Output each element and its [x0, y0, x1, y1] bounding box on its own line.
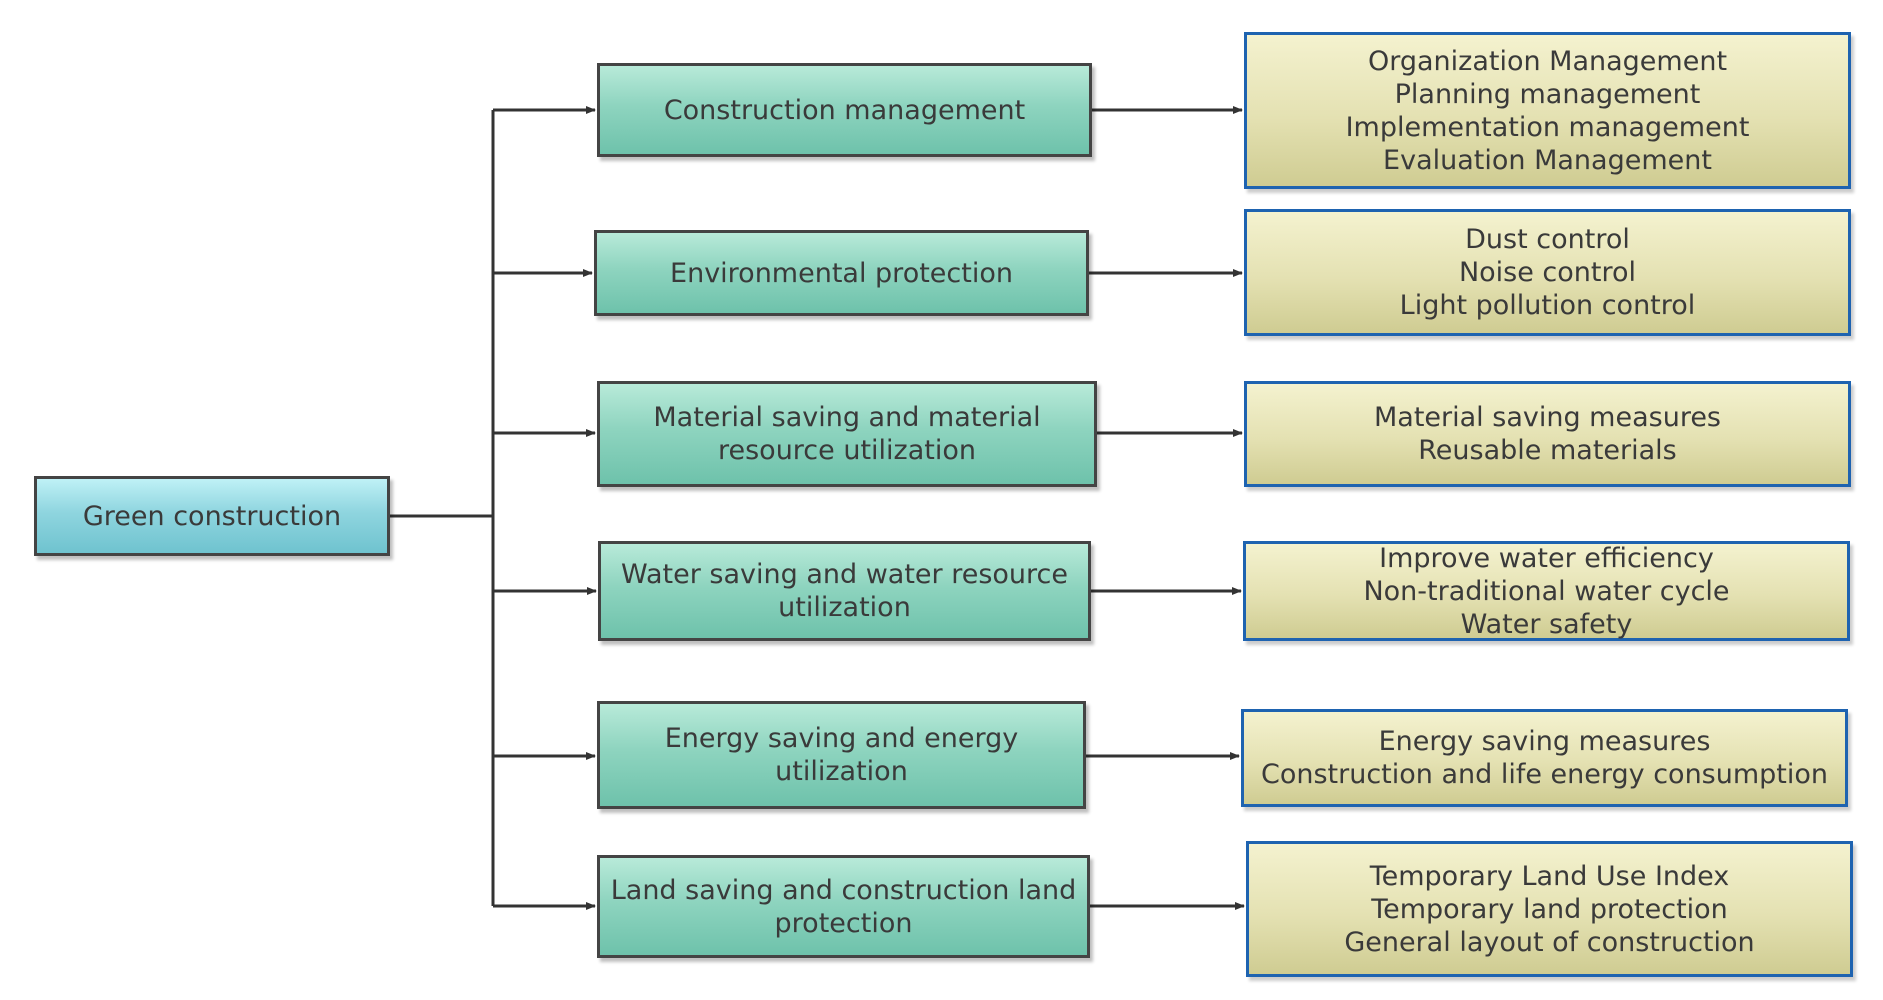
detail-node-3: Material saving measures Reusable materi…	[1244, 381, 1851, 487]
detail-node-1: Organization Management Planning managem…	[1244, 32, 1851, 189]
category-node-1: Construction management	[597, 63, 1092, 157]
detail-line: General layout of construction	[1344, 926, 1755, 958]
detail-line: Organization Management	[1367, 45, 1728, 77]
category-node-4: Water saving and water resource utilizat…	[598, 541, 1091, 641]
category-node-5: Energy saving and energy utilization	[597, 701, 1086, 809]
category-label: Water saving and water resource	[621, 559, 1068, 590]
category-node-6: Land saving and construction land protec…	[597, 855, 1090, 958]
category-label: utilization	[775, 756, 908, 787]
category-node-3: Material saving and material resource ut…	[597, 381, 1097, 487]
category-label: Construction management	[663, 94, 1026, 126]
detail-line: Energy saving measures	[1378, 726, 1711, 757]
detail-line: Reusable materials	[1418, 435, 1677, 466]
detail-line: Water safety	[1460, 608, 1633, 640]
detail-line: Temporary Land Use Index	[1369, 860, 1730, 892]
category-label: utilization	[778, 592, 911, 623]
category-label: Energy saving and energy	[664, 723, 1019, 754]
detail-line: Light pollution control	[1399, 290, 1696, 321]
detail-line: Evaluation Management	[1383, 144, 1712, 176]
detail-line: Temporary land protection	[1371, 893, 1728, 925]
category-label: protection	[774, 907, 913, 939]
detail-line: Noise control	[1458, 257, 1637, 288]
detail-node-2: Dust control Noise control Light polluti…	[1244, 209, 1851, 336]
category-node-2: Environmental protection	[594, 230, 1089, 316]
detail-line: Dust control	[1465, 224, 1630, 255]
detail-line: Non-traditional water cycle	[1363, 575, 1730, 607]
root-label: Green construction	[82, 500, 342, 532]
category-label: Environmental protection	[670, 257, 1013, 289]
detail-line: Planning management	[1394, 78, 1701, 110]
detail-node-4: Improve water efficiency Non-traditional…	[1243, 541, 1850, 641]
detail-line: Material saving measures	[1373, 402, 1722, 433]
root-node: Green construction	[34, 476, 390, 556]
detail-line: Improve water efficiency	[1379, 542, 1714, 574]
category-label: Material saving and material	[653, 402, 1041, 433]
category-label: Land saving and construction land	[610, 874, 1077, 906]
detail-line: Implementation management	[1345, 111, 1750, 143]
detail-line: Construction and life energy consumption	[1260, 759, 1829, 790]
detail-node-6: Temporary Land Use Index Temporary land …	[1246, 841, 1853, 977]
category-label: resource utilization	[717, 435, 976, 466]
detail-node-5: Energy saving measures Construction and …	[1241, 709, 1848, 807]
